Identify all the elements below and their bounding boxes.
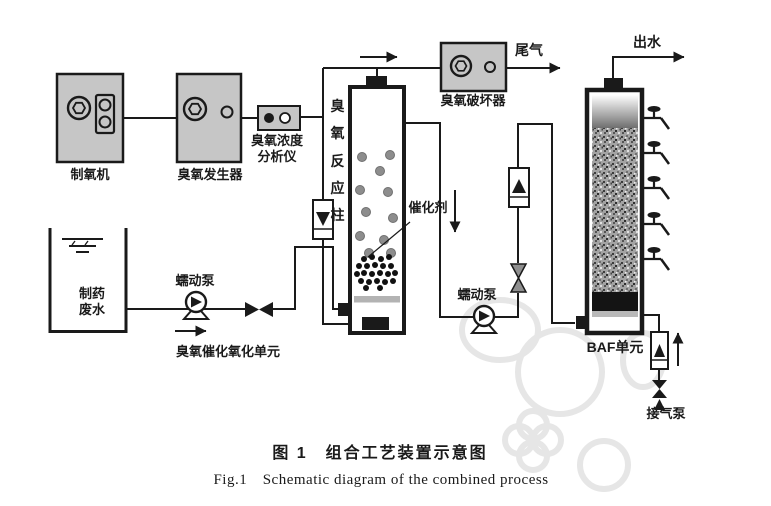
effluent-label: 出水 [633, 34, 661, 50]
catalyst-label: 催化剂 [408, 200, 448, 215]
wastewater-label-line2: 废水 [78, 302, 105, 317]
float-icon [316, 212, 330, 226]
float-icon [512, 179, 526, 193]
ozone-reaction-column [338, 76, 411, 335]
catalyst-pointer-line [367, 221, 411, 258]
column-cap [366, 76, 387, 88]
peristaltic-pump-right [469, 304, 499, 334]
hex-nut-icon [454, 60, 468, 72]
ozone-destructor-box [439, 41, 508, 93]
baf-headspace [592, 95, 638, 128]
oxygen-generator-label: 制氧机 [70, 167, 110, 182]
gas-bubbles [355, 150, 398, 258]
pipe-ozone-to-sparger [322, 239, 361, 330]
ozone-flowmeter [312, 199, 334, 240]
caption-en: Fig.1 Schematic diagram of the combined … [213, 472, 549, 488]
transfer-flowmeter [508, 167, 530, 208]
pump-right-label: 蠕动泵 [457, 287, 497, 302]
ozone-unit-label: 臭氧催化氧化单元 [175, 344, 280, 359]
pipe-column-outlet-to-pump [404, 122, 473, 318]
pump-rotor-icon [479, 310, 490, 322]
pipe-baf-effluent [612, 51, 685, 78]
caption-zh: 图 1 组合工艺装置示意图 [272, 445, 488, 462]
pipe-flowmeter-to-baf [517, 123, 575, 324]
tail-gas-label: 尾气 [515, 42, 543, 58]
lamp-icon [484, 61, 496, 73]
reaction-column-label: 臭氧反应柱 [330, 98, 345, 224]
transfer-valve [509, 263, 528, 293]
destructor-label: 臭氧破坏器 [440, 93, 506, 108]
lamp-icon [220, 105, 234, 119]
liquid-surface-icon [62, 238, 103, 253]
wastewater-tank [48, 228, 128, 333]
air-flowmeter [650, 331, 669, 370]
indicator-ring-icon [279, 112, 291, 124]
sampling-taps [640, 104, 671, 272]
analyzer-label-line1: 臭氧浓度 [250, 133, 303, 148]
wastewater-label-line1: 制药 [78, 286, 105, 301]
support-plate [354, 296, 400, 303]
gas-sparger [362, 317, 389, 330]
baf-column [576, 78, 671, 336]
ozone-generator-label: 臭氧发生器 [177, 167, 243, 182]
baf-unit-label: BAF单元 [586, 339, 644, 355]
hex-nut-icon [71, 101, 87, 115]
air-inlet-arrow [654, 399, 665, 410]
pump-left-label: 蠕动泵 [175, 273, 215, 288]
peristaltic-pump-left [181, 290, 211, 320]
pump-rotor-icon [191, 296, 202, 308]
air-pump-label: 接气泵 [646, 406, 686, 421]
piping [123, 51, 685, 380]
lamp-icon [98, 115, 112, 129]
lamp-icon [98, 98, 112, 112]
catalyst-particles [354, 254, 398, 291]
analyzer-label-line2: 分析仪 [257, 149, 297, 164]
indicator-dot-icon [264, 113, 274, 123]
baf-inlet-port [576, 316, 588, 329]
ozone-generator-box [175, 72, 243, 164]
feed-valve [245, 302, 273, 317]
air-valve [652, 380, 667, 410]
pipe-baf-air-upper [642, 314, 660, 332]
baf-media-bed [592, 128, 638, 292]
ozone-analyzer-box [257, 105, 301, 131]
float-icon [654, 344, 665, 357]
hex-nut-icon [187, 102, 203, 116]
baf-cap [604, 78, 623, 91]
oxygen-generator-box [55, 72, 125, 164]
pipe-pump-to-valve [494, 293, 519, 318]
baf-support-layer [592, 311, 638, 317]
pipe-valve-to-column-inlet [273, 246, 339, 310]
wastewater-inlet-port [338, 303, 351, 316]
baf-dark-layer [592, 292, 638, 311]
flow-arrows [175, 51, 684, 366]
